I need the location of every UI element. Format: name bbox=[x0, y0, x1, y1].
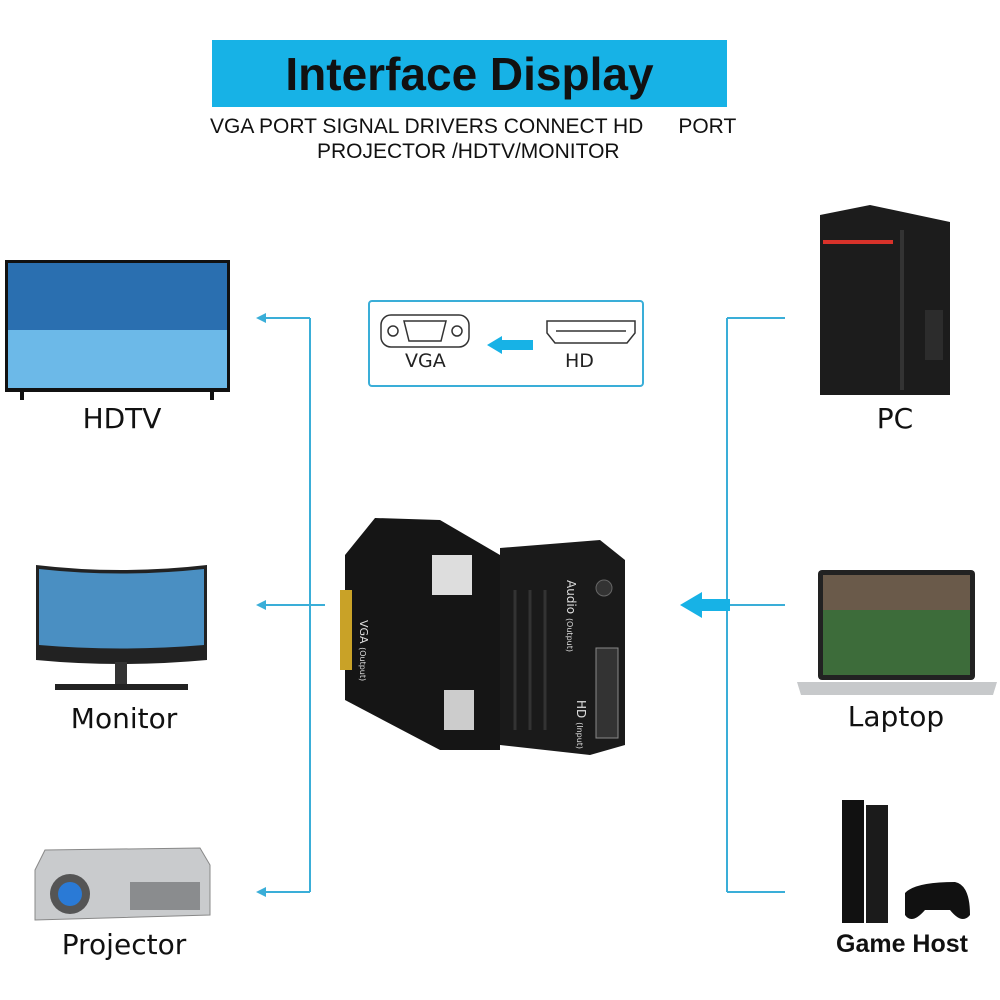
game-host-image bbox=[842, 800, 970, 923]
adapter-hd-label: HD (Input) bbox=[574, 700, 588, 750]
pc-image bbox=[820, 205, 950, 395]
monitor-label: Monitor bbox=[70, 702, 178, 735]
signal-arrow-icon bbox=[487, 336, 502, 354]
output-lines bbox=[262, 317, 325, 893]
hdtv-label: HDTV bbox=[82, 402, 162, 435]
hdmi-port-icon bbox=[546, 320, 636, 344]
adapter-image bbox=[340, 518, 625, 755]
projector-label: Projector bbox=[61, 928, 187, 961]
hd-label: HD bbox=[565, 350, 594, 372]
vga-port-icon bbox=[380, 314, 470, 348]
game-host-label: Game Host bbox=[836, 930, 968, 958]
center-arrow-icon bbox=[680, 592, 730, 618]
vga-label: VGA bbox=[405, 350, 446, 372]
adapter-vga-label: VGA (Output) bbox=[357, 620, 370, 682]
monitor-image bbox=[36, 565, 207, 690]
laptop-label: Laptop bbox=[847, 700, 945, 733]
arrowheads-left bbox=[256, 313, 266, 897]
laptop-image bbox=[797, 570, 997, 695]
hdtv-image bbox=[5, 260, 230, 400]
subtitle-line1: VGA PORT SIGNAL DRIVERS CONNECT HD PORT bbox=[210, 115, 737, 138]
title-banner: Interface Display bbox=[212, 40, 727, 107]
page-title: Interface Display bbox=[285, 47, 654, 100]
subtitle-line2: PROJECTOR /HDTV/MONITOR bbox=[317, 140, 620, 163]
adapter-audio-label: Audio (Output) bbox=[564, 580, 578, 652]
pc-label: PC bbox=[876, 402, 914, 435]
projector-image bbox=[34, 847, 211, 921]
